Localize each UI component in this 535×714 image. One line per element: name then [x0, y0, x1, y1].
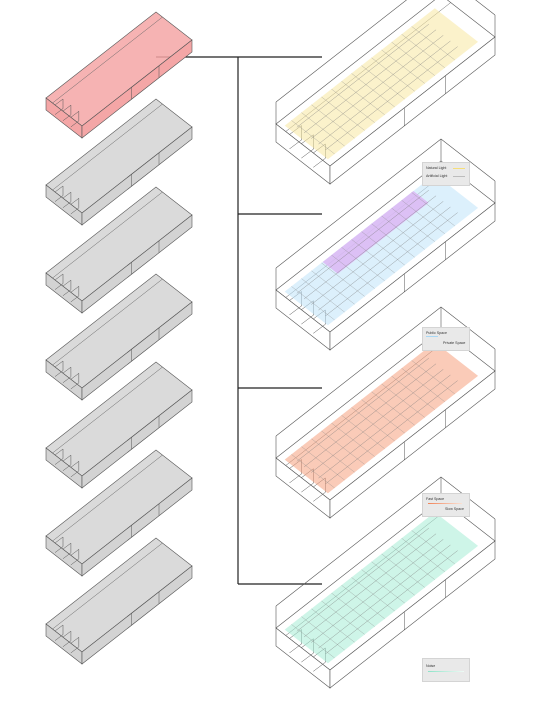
floor-block — [45, 273, 193, 401]
selected-floor-block — [45, 11, 193, 139]
legend-label-slow-space: Slow Space — [445, 507, 464, 511]
legend-swatch-artificial-light — [453, 176, 465, 178]
floor-block — [45, 361, 193, 489]
plan-public-private — [275, 138, 496, 351]
back-wall — [275, 0, 496, 103]
legend-gradient-noise — [428, 671, 464, 673]
legend-light: Natural Light Artificial Light — [422, 162, 470, 186]
floor-block — [45, 537, 193, 665]
legend-swatch-natural-light — [453, 168, 465, 170]
plan-lighting — [275, 0, 496, 185]
legend-label-natural-light: Natural Light — [426, 166, 447, 170]
floor-block — [45, 186, 193, 314]
legend-label-public-space: Public Space — [426, 331, 447, 335]
legend-label-fast-space: Fast Space — [426, 497, 445, 501]
legend-label-private-space: Private Space — [443, 341, 466, 345]
right-plan-column — [275, 0, 496, 689]
floor-block — [45, 449, 193, 577]
plan-fast-slow — [275, 306, 496, 519]
legend-label-artificial-light: Artificial Light — [426, 174, 448, 178]
floor-block — [45, 98, 193, 226]
legend-speed: Fast Space Slow Space — [422, 493, 470, 517]
plan-noise — [275, 476, 496, 689]
connector-lines — [156, 56, 322, 585]
legend-noise: Noise — [422, 658, 470, 682]
legend-space: Public Space Private Space — [422, 327, 470, 351]
legend-gradient-speed — [428, 503, 462, 505]
left-block-column — [45, 11, 193, 665]
legend-label-noise: Noise — [426, 664, 436, 668]
legend-swatch-public-space — [426, 336, 438, 338]
